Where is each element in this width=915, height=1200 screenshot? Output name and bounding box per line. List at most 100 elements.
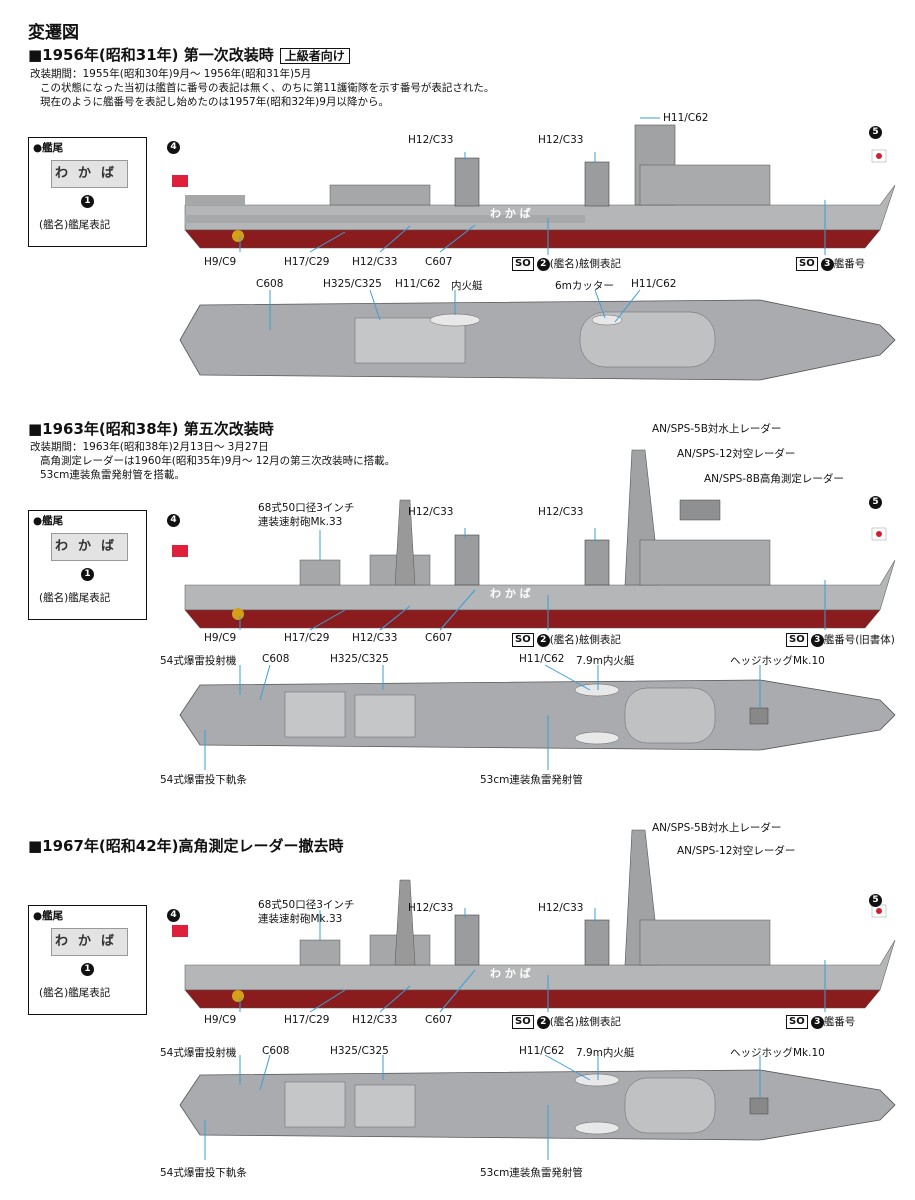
label-gun-2: 連装速射砲Mk.33	[258, 913, 343, 925]
stern-name-plate: わかば	[51, 533, 128, 561]
label-h12: H12/C33	[352, 256, 398, 268]
deck-label-dc-projector: 54式爆雷投射機	[160, 655, 237, 667]
marker-1: 1	[81, 568, 94, 581]
ship-2-side-view	[172, 449, 896, 629]
deck-label-h11: H11/C62	[519, 1045, 565, 1057]
label-h12: H12/C33	[352, 1014, 398, 1026]
marker-1: 1	[81, 963, 94, 976]
deck-label-torpedo: 53cm連装魚雷発射管	[480, 774, 583, 786]
flag-marker-4: 4	[167, 137, 180, 156]
label-c607: C607	[425, 632, 453, 644]
label-h12: H12/C33	[352, 632, 398, 644]
flag-marker-4: 4	[167, 905, 180, 924]
section-1-note-3: 現在のように艦番号を表記し始めたのは1957年(昭和32年)9月以降から。	[40, 96, 389, 108]
deck-label-hedgehog: ヘッジホッグMk.10	[730, 1047, 825, 1059]
label-c607: C607	[425, 256, 453, 268]
deck-label-c608: C608	[256, 278, 284, 290]
deck-label-boat: 内火艇	[451, 280, 483, 292]
label-h17: H17/C29	[284, 1014, 330, 1026]
leader-lines	[204, 117, 826, 1160]
ship-3-side-view	[172, 829, 896, 1009]
side-name: わ か ば	[490, 587, 531, 600]
insignia-caption: (艦名)艦尾表記	[39, 987, 111, 999]
label-h17: H17/C29	[284, 256, 330, 268]
stern-insignia-box: ●艦尾 わかば 1 (艦名)艦尾表記	[28, 137, 147, 247]
deck-label-boat: 7.9m内火艇	[576, 1047, 635, 1059]
ship-3-deck-view	[179, 1069, 896, 1141]
label-h9: H9/C9	[204, 1014, 237, 1026]
marker-1: 1	[81, 195, 94, 208]
label-funnel-2: H12/C33	[538, 506, 584, 518]
deck-label-h11: H11/C62	[395, 278, 441, 290]
stern-insignia-box: ●艦尾 わかば 1 (艦名)艦尾表記	[28, 510, 147, 620]
deck-label-cutter: 6mカッター	[555, 280, 614, 292]
side-name: わ か ば	[490, 967, 531, 980]
stern-insignia-box: ●艦尾 わかば 1 (艦名)艦尾表記	[28, 905, 147, 1015]
label-funnel-1: H12/C33	[408, 506, 454, 518]
section-3-heading: ■1967年(昭和42年)高角測定レーダー撤去時	[28, 837, 344, 855]
flag-marker-5: 5	[869, 492, 882, 511]
side-name: わ か ば	[490, 207, 531, 220]
insignia-title: ●艦尾	[33, 910, 64, 922]
flag-marker-5: 5	[869, 122, 882, 141]
label-h9: H9/C9	[204, 256, 237, 268]
label-mast: H11/C62	[663, 112, 709, 124]
deck-label-h325: H325/C325	[330, 653, 389, 665]
label-gun-2: 連装速射砲Mk.33	[258, 516, 343, 528]
label-h9: H9/C9	[204, 632, 237, 644]
label-funnel-1: H12/C33	[408, 134, 454, 146]
section-1-note-2: この状態になった当初は艦首に番号の表記は無く、のちに第11護衛隊を示す番号が表記…	[40, 82, 495, 94]
deck-label-h325: H325/C325	[330, 1045, 389, 1057]
label-radar-12: AN/SPS-12対空レーダー	[677, 448, 796, 460]
section-2-heading: ■1963年(昭和38年) 第五次改装時	[28, 420, 274, 438]
hull-number: 261	[800, 943, 832, 961]
ship-1-deck-view	[179, 299, 896, 381]
label-gun-1: 68式50口径3インチ	[258, 502, 355, 514]
label-radar-12: AN/SPS-12対空レーダー	[677, 845, 796, 857]
label-funnel-1: H12/C33	[408, 902, 454, 914]
deck-label-c608: C608	[262, 1045, 290, 1057]
label-radar-8b: AN/SPS-8B高角測定レーダー	[704, 473, 844, 485]
deck-label-h11-2: H11/C62	[631, 278, 677, 290]
deck-label-boat: 7.9m内火艇	[576, 655, 635, 667]
level-badge: 上級者向け	[279, 48, 350, 64]
insignia-caption: (艦名)艦尾表記	[39, 219, 111, 231]
hull-number: 11	[818, 186, 839, 204]
deck-label-dc-rail: 54式爆雷投下軌条	[160, 1167, 247, 1179]
section-1-title: ■1956年(昭和31年) 第一次改装時	[28, 46, 274, 64]
stern-name-plate: わかば	[51, 928, 128, 956]
deck-label-h11: H11/C62	[519, 653, 565, 665]
deck-label-dc-projector: 54式爆雷投射機	[160, 1047, 237, 1059]
label-funnel-2: H12/C33	[538, 134, 584, 146]
ship-1-side-view	[172, 124, 896, 249]
section-1-note-1: 改装期間：1955年(昭和30年)9月～ 1956年(昭和31年)5月	[30, 68, 312, 80]
deck-label-h325: H325/C325	[323, 278, 382, 290]
flag-marker-4: 4	[167, 510, 180, 529]
hull-number: 261	[800, 563, 832, 581]
label-c607: C607	[425, 1014, 453, 1026]
section-2-note-2: 高角測定レーダーは1960年(昭和35年)9月～ 12月の第三次改装時に搭載。	[40, 455, 396, 467]
label-h17: H17/C29	[284, 632, 330, 644]
deck-label-torpedo: 53cm連装魚雷発射管	[480, 1167, 583, 1179]
insignia-title: ●艦尾	[33, 142, 64, 154]
label-funnel-2: H12/C33	[538, 902, 584, 914]
label-radar-5b: AN/SPS-5B対水上レーダー	[652, 822, 782, 834]
deck-label-dc-rail: 54式爆雷投下軌条	[160, 774, 247, 786]
page-title: 変遷図	[28, 23, 79, 43]
ship-2-deck-view	[179, 679, 896, 751]
section-1-heading: ■1956年(昭和31年) 第一次改装時上級者向け	[28, 44, 350, 65]
section-2-note-3: 53cm連装魚雷発射管を搭載。	[40, 469, 185, 481]
stern-name-plate: わかば	[51, 160, 128, 188]
flag-marker-5: 5	[869, 890, 882, 909]
insignia-title: ●艦尾	[33, 515, 64, 527]
section-2-note-1: 改装期間：1963年(昭和38年)2月13日～ 3月27日	[30, 441, 269, 453]
label-radar-5b: AN/SPS-5B対水上レーダー	[652, 423, 782, 435]
insignia-caption: (艦名)艦尾表記	[39, 592, 111, 604]
deck-label-c608: C608	[262, 653, 290, 665]
